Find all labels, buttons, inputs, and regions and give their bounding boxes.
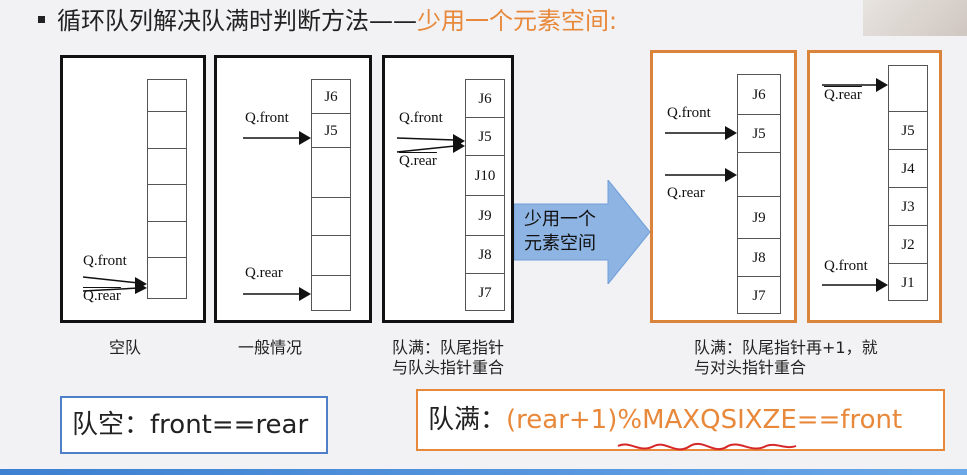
pointer-arrows — [822, 78, 888, 292]
pointer-arrows — [243, 131, 311, 301]
panel-reserve-one-alt: J5 J4 J3 J2 J1 Q.rear Q.front — [807, 50, 942, 323]
empty-condition-box: 队空：front==rear — [60, 396, 328, 454]
title-text: 循环队列解决队满时判断方法—— — [57, 7, 417, 35]
pointer-arrows — [665, 126, 737, 182]
queue-cells: J5 J4 J3 J2 J1 — [888, 65, 928, 301]
bullet-icon — [38, 15, 45, 23]
caption-line: 队满：队尾指针 — [392, 338, 505, 357]
pointer-arrows — [82, 276, 147, 294]
slide-title: 循环队列解决队满时判断方法——少用一个元素空间: — [38, 4, 617, 38]
queue-cells — [147, 79, 187, 299]
queue-cell: J5 — [738, 115, 780, 153]
transition-arrow — [514, 180, 651, 284]
queue-cell: J5 — [889, 112, 927, 150]
panel-general: J6 J5 Q.front Q.rear — [214, 55, 372, 323]
queue-cell — [148, 80, 186, 112]
queue-cell — [312, 198, 350, 236]
title-highlight: 少用一个元素空间: — [417, 7, 618, 35]
transition-arrow-line: 少用一个 — [524, 209, 596, 230]
caption-reserve-one: 队满：队尾指针再+1，就 与对头指针重合 — [694, 338, 878, 378]
queue-cell — [148, 222, 186, 258]
full-condition-expr: (rear+1)%MAXQSIXZE==front — [506, 405, 903, 435]
queue-cell: J8 — [738, 239, 780, 277]
panel-empty-queue: Q.front Q.rear — [60, 55, 206, 323]
rear-pointer-label: Q.rear — [399, 153, 437, 169]
queue-cell: J9 — [738, 197, 780, 239]
panel-reserve-one: J6 J5 J9 J8 J7 Q.front Q.rear — [650, 50, 797, 323]
queue-cell: J7 — [478, 285, 492, 301]
queue-cell: J5 — [312, 114, 350, 148]
queue-cell: J4 — [889, 150, 927, 188]
caption-line: 空队 — [109, 338, 142, 357]
front-pointer-label: Q.front — [824, 258, 868, 274]
caption-line: 与队头指针重合 — [392, 358, 505, 377]
queue-cell — [738, 153, 780, 197]
front-pointer-label: Q.front — [667, 105, 711, 121]
front-pointer-label: Q.front — [399, 110, 443, 126]
queue-cell — [148, 149, 186, 185]
empty-condition-label: 队空： — [72, 410, 151, 440]
queue-cell — [889, 66, 927, 112]
presenter-webcam — [863, 0, 967, 36]
caption-line: 一般情况 — [238, 338, 303, 357]
transition-arrow-label: 少用一个 元素空间 — [524, 208, 596, 256]
queue-cells: J6 J5 — [311, 79, 351, 311]
panel-full-overlap: J6 J5 J10 J9 J8 J7 Q.front Q.rear — [382, 55, 514, 323]
queue-cell: J8 — [466, 236, 504, 274]
caption-line: 队满：队尾指针再+1，就 — [694, 338, 878, 357]
queue-cell — [148, 185, 186, 222]
queue-cell: J9 — [466, 196, 504, 236]
caption-general: 一般情况 — [238, 338, 302, 358]
queue-cells: J6 J5 J10 J9 J8 J7 — [465, 79, 505, 311]
front-pointer-label: Q.front — [245, 110, 289, 126]
queue-cell: J5 — [466, 118, 504, 156]
bottom-bar — [0, 469, 967, 475]
rear-pointer-label: Q.rear — [245, 265, 283, 281]
pointer-arrows — [396, 134, 465, 153]
queue-cell: J6 — [738, 75, 780, 115]
front-pointer-label: Q.front — [83, 253, 127, 269]
red-underline-annotation — [617, 443, 797, 451]
transition-arrow-line: 元素空间 — [524, 233, 596, 254]
queue-cell — [312, 236, 350, 276]
caption-line: 与对头指针重合 — [694, 358, 807, 377]
caption-full-overlap: 队满：队尾指针 与队头指针重合 — [392, 338, 504, 378]
full-condition-label: 队满： — [428, 405, 507, 435]
full-condition-box: 队满：(rear+1)%MAXQSIXZE==front — [416, 389, 945, 451]
queue-cell: J6 — [466, 80, 504, 118]
caption-empty: 空队 — [109, 338, 141, 358]
rear-pointer-label: Q.rear — [667, 185, 705, 201]
queue-cell: J3 — [889, 188, 927, 226]
queue-cell — [312, 148, 350, 198]
queue-cell: J6 — [312, 80, 350, 114]
queue-cell: J7 — [752, 288, 766, 304]
rear-pointer-label: Q.rear — [83, 288, 121, 304]
queue-cell: J10 — [466, 156, 504, 196]
empty-condition-expr: front==rear — [150, 410, 309, 440]
queue-cells: J6 J5 J9 J8 J7 — [737, 74, 781, 314]
queue-cell: J2 — [889, 226, 927, 264]
rear-pointer-label: Q.rear — [824, 87, 862, 103]
queue-cell — [148, 112, 186, 149]
queue-cell: J1 — [901, 275, 915, 291]
